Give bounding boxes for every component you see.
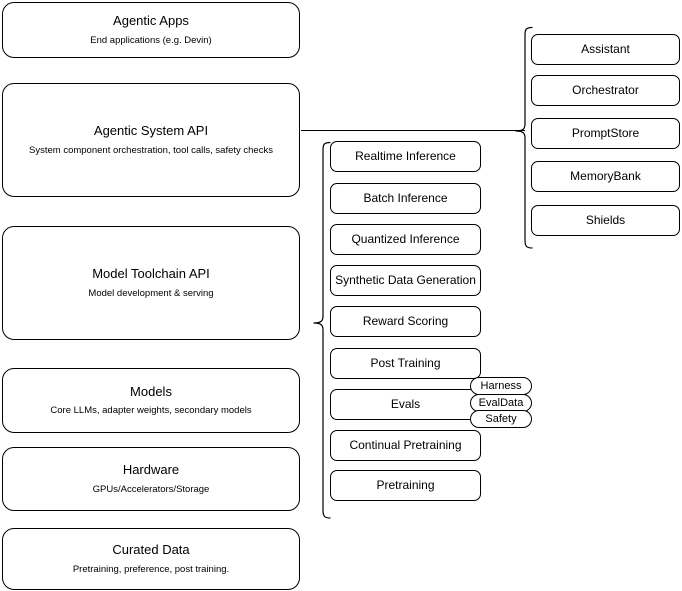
layer-box-models[interactable]: Models Core LLMs, adapter weights, secon…	[2, 368, 300, 433]
layer-title: Model Toolchain API	[92, 266, 210, 282]
layer-title: Agentic System API	[93, 123, 209, 139]
layer-subtitle: GPUs/Accelerators/Storage	[92, 483, 210, 495]
eval-badge-label: Harness	[480, 380, 522, 392]
layer-title: Curated Data	[112, 542, 190, 558]
layer-box-curated-data[interactable]: Curated Data Pretraining, preference, po…	[2, 528, 300, 590]
system-component-box-assistant[interactable]: Assistant	[531, 34, 680, 65]
layer-subtitle: Pretraining, preference, post training.	[72, 563, 230, 575]
capability-box-evals[interactable]: Evals	[330, 389, 481, 420]
layer-box-agentic-apps[interactable]: Agentic Apps End applications (e.g. Devi…	[2, 2, 300, 58]
system-component-label: Assistant	[581, 42, 630, 56]
system-component-label: PromptStore	[571, 126, 640, 140]
system-component-box-promptstore[interactable]: PromptStore	[531, 118, 680, 149]
layer-box-model-toolchain-api[interactable]: Model Toolchain API Model development & …	[2, 226, 300, 340]
eval-badge-harness[interactable]: Harness	[470, 377, 532, 395]
system-component-label: MemoryBank	[570, 169, 641, 183]
capability-box-realtime-inference[interactable]: Realtime Inference	[330, 141, 481, 172]
capability-label: Reward Scoring	[362, 314, 449, 328]
capability-label: Continual Pretraining	[349, 438, 462, 452]
layer-title: Models	[130, 383, 172, 399]
capability-label: Evals	[390, 397, 421, 411]
capability-label: Pretraining	[376, 478, 435, 492]
capability-label: Batch Inference	[363, 191, 448, 205]
capability-box-batch-inference[interactable]: Batch Inference	[330, 183, 481, 214]
system-component-label: Shields	[585, 213, 626, 227]
layer-title: Hardware	[122, 462, 180, 478]
system-component-box-memorybank[interactable]: MemoryBank	[531, 161, 680, 192]
layer-subtitle: Core LLMs, adapter weights, secondary mo…	[50, 405, 252, 417]
eval-badge-safety[interactable]: Safety	[470, 410, 532, 428]
system-component-box-shields[interactable]: Shields	[531, 205, 680, 236]
capability-box-pretraining[interactable]: Pretraining	[330, 470, 481, 501]
capability-box-post-training[interactable]: Post Training	[330, 348, 481, 379]
capability-box-quantized-inference[interactable]: Quantized Inference	[330, 224, 481, 255]
brace-system-components	[515, 26, 533, 250]
system-component-box-orchestrator[interactable]: Orchestrator	[531, 75, 680, 106]
capability-box-continual-pretraining[interactable]: Continual Pretraining	[330, 430, 481, 461]
layer-box-hardware[interactable]: Hardware GPUs/Accelerators/Storage	[2, 447, 300, 511]
layer-box-agentic-system-api[interactable]: Agentic System API System component orch…	[2, 83, 300, 197]
system-component-label: Orchestrator	[572, 83, 639, 97]
capability-label: Quantized Inference	[351, 232, 460, 246]
eval-badge-label: EvalData	[478, 397, 524, 409]
capability-box-synthetic-data-generation[interactable]: Synthetic Data Generation	[330, 265, 481, 296]
capability-label: Synthetic Data Generation	[335, 273, 476, 287]
layer-title: Agentic Apps	[113, 13, 189, 29]
capability-label: Post Training	[370, 356, 441, 370]
connector-line-system-api-to-components	[301, 130, 525, 131]
layer-subtitle: End applications (e.g. Devin)	[90, 34, 212, 46]
layer-subtitle: System component orchestration, tool cal…	[29, 144, 273, 156]
eval-badge-label: Safety	[485, 413, 517, 425]
capability-box-reward-scoring[interactable]: Reward Scoring	[330, 306, 481, 337]
eval-badge-evaldata[interactable]: EvalData	[470, 394, 532, 412]
capability-label: Realtime Inference	[355, 149, 456, 163]
layer-subtitle: Model development & serving	[88, 287, 214, 299]
brace-toolchain-capabilities	[313, 141, 331, 520]
